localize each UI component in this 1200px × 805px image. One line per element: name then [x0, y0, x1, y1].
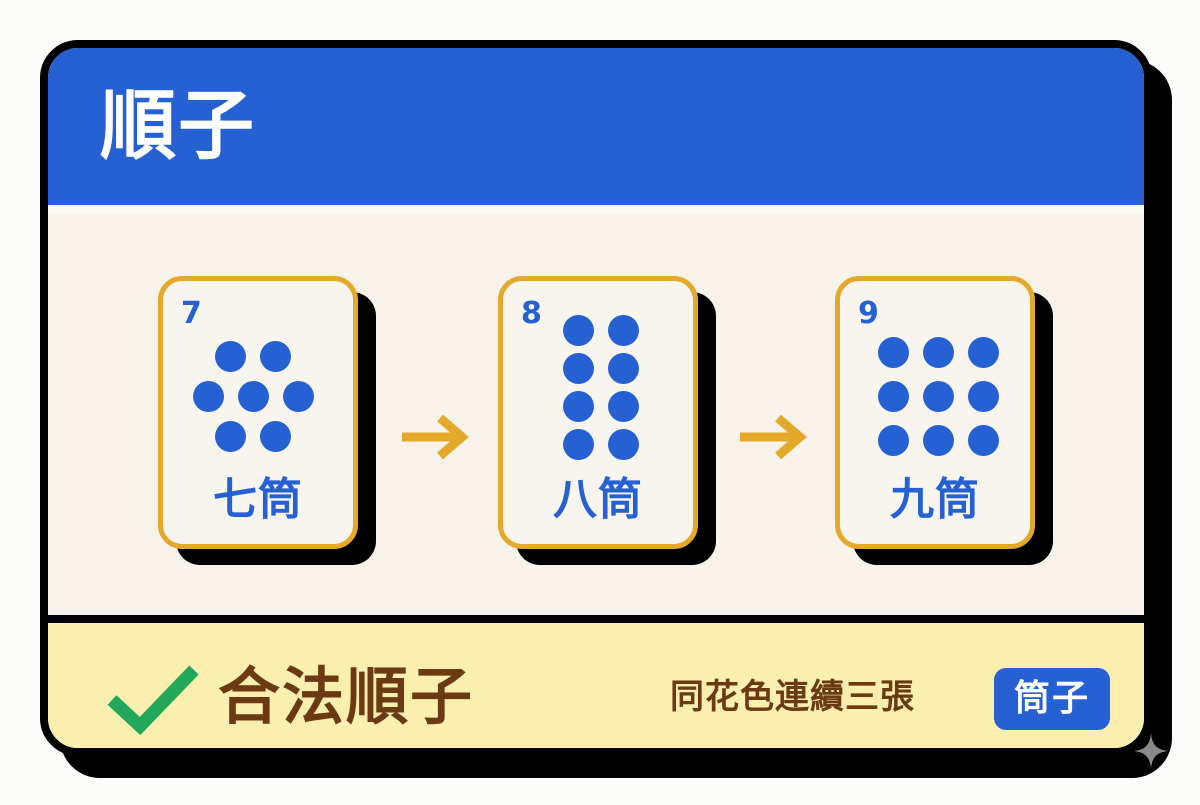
tile-name: 七筒 [213, 474, 303, 525]
dot-icon [878, 337, 909, 368]
tile-number: 9 [858, 296, 879, 331]
dot-icon [215, 341, 246, 372]
dot-icon [968, 337, 999, 368]
result-footer [48, 623, 1144, 748]
arrow-right-icon [740, 414, 807, 460]
dot-icon [968, 425, 999, 456]
valid-sequence-label: 合法順子 [218, 660, 475, 733]
dot-icon [260, 421, 291, 452]
tile-eight-dots: 8 八筒 [498, 276, 716, 565]
dot-icon [193, 381, 224, 412]
dot-icon [563, 391, 594, 422]
tile-face: 8 八筒 [498, 276, 698, 549]
dot-icon [563, 315, 594, 346]
tile-name: 九筒 [890, 474, 980, 525]
rule-description: 同花色連續三張 [670, 677, 915, 717]
tile-seven-dots: 7 七筒 [158, 276, 376, 565]
card-title: 順子 [100, 81, 256, 170]
dot-icon [608, 315, 639, 346]
dot-icon [608, 353, 639, 384]
dot-icon [968, 381, 999, 412]
sparkle-icon [1133, 733, 1169, 769]
dot-icon [563, 353, 594, 384]
dot-icon [608, 429, 639, 460]
dot-icon [878, 425, 909, 456]
arrow-right-icon [402, 414, 469, 460]
sequence-card: 順子 7 七筒 8 [40, 40, 1152, 756]
dot-icon [283, 381, 314, 412]
dot-icon [923, 381, 954, 412]
tile-nine-dots: 9 九筒 [835, 276, 1053, 565]
dot-icon [923, 337, 954, 368]
dot-icon [238, 381, 269, 412]
dot-icon [923, 425, 954, 456]
dot-icon [608, 391, 639, 422]
divider [48, 615, 1144, 623]
card-header: 順子 [48, 48, 1144, 213]
check-icon [107, 665, 199, 736]
dot-icon [260, 341, 291, 372]
tile-number: 8 [521, 296, 542, 331]
tile-face: 9 九筒 [835, 276, 1035, 549]
dot-icon [878, 381, 909, 412]
tile-name: 八筒 [553, 474, 643, 525]
dot-icon [563, 429, 594, 460]
tile-number: 7 [181, 296, 202, 331]
suit-badge: 筒子 [994, 668, 1110, 730]
dot-icon [215, 421, 246, 452]
tile-face: 7 七筒 [158, 276, 358, 549]
